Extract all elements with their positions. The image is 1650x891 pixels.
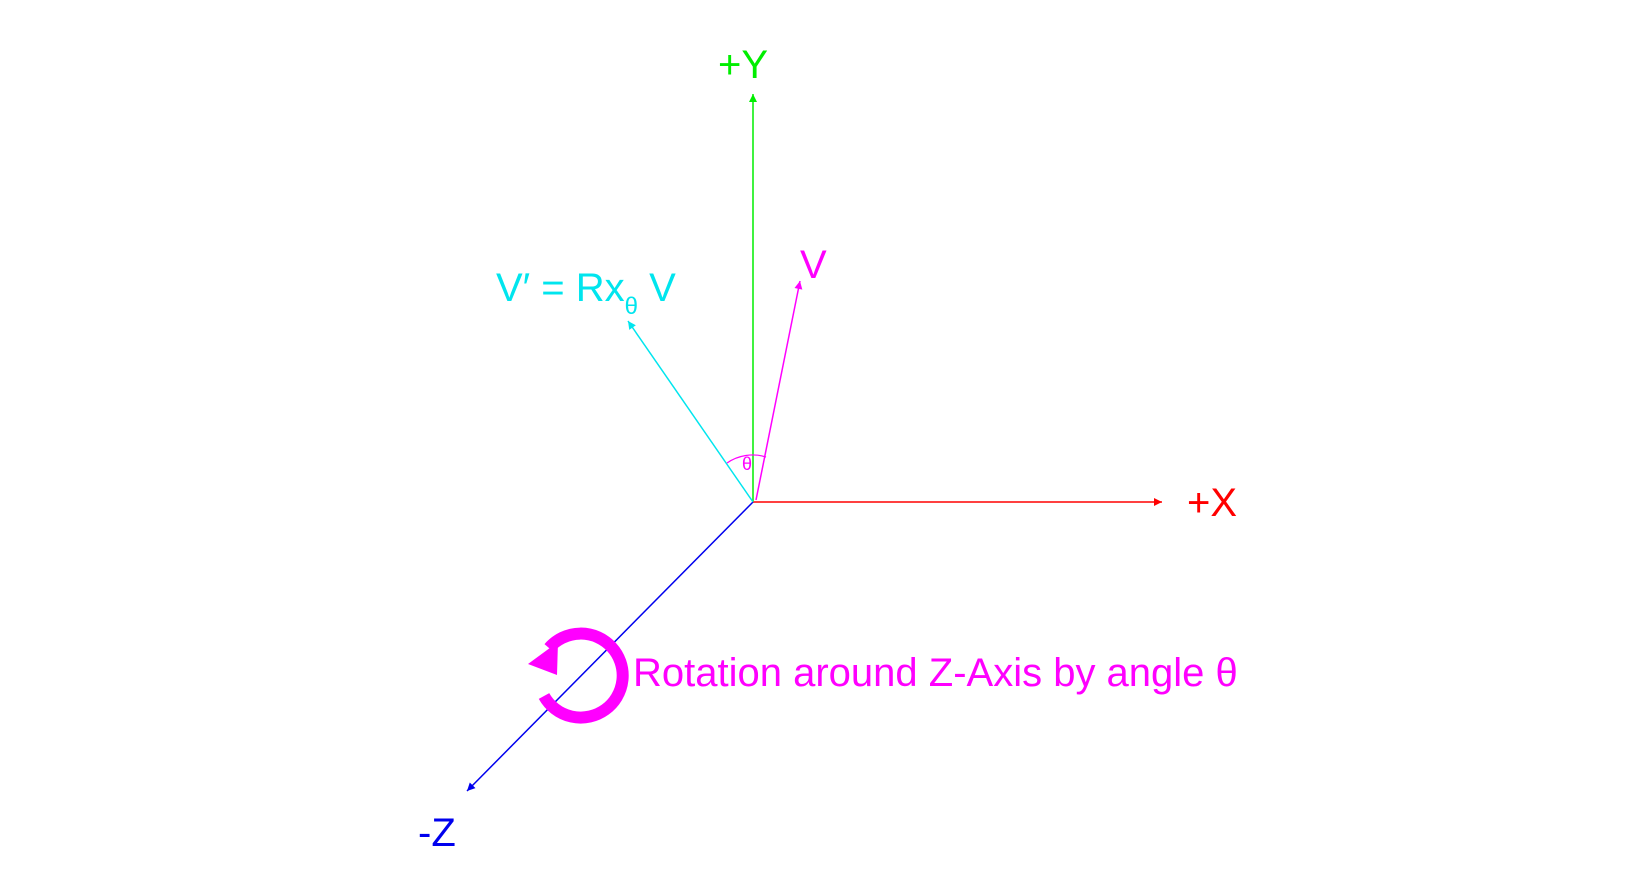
vector-v-prime-label: V′ = Rxθ V <box>496 266 676 320</box>
vector-v <box>755 280 803 501</box>
y-axis-label: +Y <box>718 43 768 87</box>
vector-v-prime <box>627 320 754 503</box>
counterclockwise-rotation-arrow-icon <box>528 627 629 724</box>
rotation-caption: Rotation around Z-Axis by angle θ <box>633 651 1238 695</box>
angle-label: θ <box>742 454 752 474</box>
vector-v-label: V <box>800 243 827 287</box>
x-axis-label: +X <box>1187 481 1237 525</box>
z-axis-label: -Z <box>418 811 456 855</box>
angle-arc <box>726 454 767 464</box>
